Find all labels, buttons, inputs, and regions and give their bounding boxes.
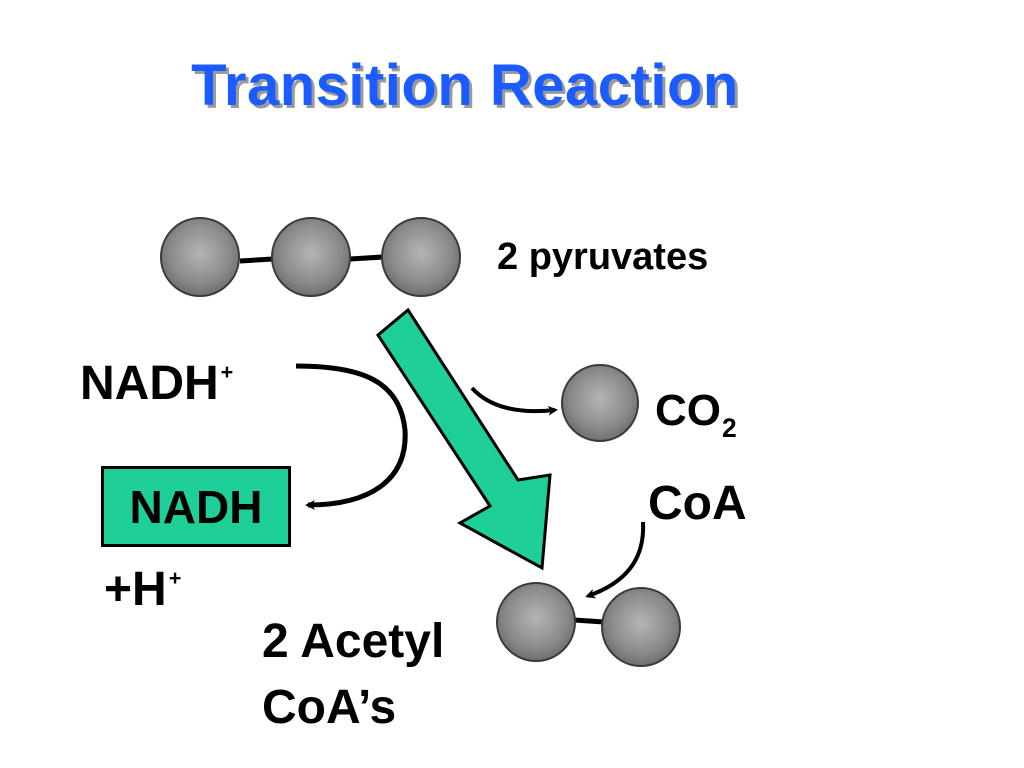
nadh-plus-sup: + <box>220 358 234 384</box>
co2-sub: 2 <box>722 413 737 444</box>
pyruvate-carbon-3 <box>381 217 461 297</box>
acetyl-label-line1: 2 Acetyl <box>262 618 444 666</box>
coa-text: CoA <box>648 477 747 530</box>
h-plus-text: +H <box>104 563 167 616</box>
pyruvate-carbon-1 <box>160 217 240 297</box>
nadh-box-text: NADH <box>129 480 263 533</box>
co2-molecule <box>561 364 639 442</box>
acetyl-molecule <box>496 582 681 667</box>
acetyl-bond <box>573 617 605 625</box>
co2-release-arrow <box>470 386 558 416</box>
nadh-box: NADH <box>101 466 291 547</box>
pyruvates-label: 2 pyruvates <box>497 238 708 276</box>
pyruvate-bond-1 <box>239 256 274 264</box>
co2-label: CO2 <box>655 386 737 442</box>
nadh-plus-label: NADH+ <box>80 360 233 408</box>
acetyl-line1-text: 2 Acetyl <box>262 615 445 668</box>
pyruvate-carbon-2 <box>271 217 351 297</box>
acetyl-line2-text: CoA’s <box>262 681 397 734</box>
main-reaction-arrow <box>376 307 552 571</box>
pyruvate-molecule <box>160 217 461 297</box>
h-plus-label: +H+ <box>104 566 181 614</box>
nadh-plus-text: NADH <box>80 357 219 410</box>
pyruvate-bond-2 <box>349 254 384 262</box>
coa-join-arrow <box>585 521 646 599</box>
co2-text: CO <box>655 386 721 435</box>
pyruvates-text: 2 pyruvates <box>497 236 709 278</box>
nadh-reduction-arrow <box>295 363 408 510</box>
acetyl-label-line2: CoA’s <box>262 684 396 732</box>
acetyl-carbon-1 <box>496 582 576 662</box>
acetyl-carbon-2 <box>601 587 681 667</box>
coa-label: CoA <box>648 480 747 528</box>
page-title: Transition Reaction <box>191 53 739 118</box>
h-plus-sup: + <box>168 564 182 590</box>
